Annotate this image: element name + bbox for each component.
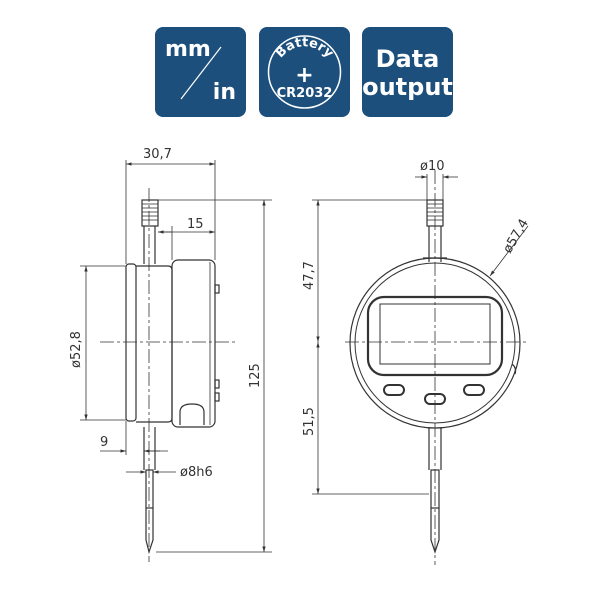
data-output-text: Data output [362, 45, 453, 101]
dim-side-width: 30,7 [143, 147, 172, 162]
data-output-line1: Data [375, 45, 440, 73]
side-main-body [136, 265, 173, 423]
front-display-frame [366, 295, 504, 377]
side-button-mid [214, 379, 220, 389]
side-lever [179, 403, 205, 425]
side-front-bezel [171, 259, 216, 428]
front-thread-lines [427, 203, 443, 221]
dim-bottom-offset: 9 [100, 435, 108, 450]
divider-slash-icon [180, 46, 222, 100]
side-top-thread [141, 199, 159, 227]
data-output-line2: output [362, 73, 453, 101]
front-side-tab [511, 363, 517, 375]
units-mm-label: mm [165, 37, 211, 62]
side-button-low [214, 392, 220, 402]
side-back-plate [125, 263, 137, 422]
dim-lower-height: 51,5 [302, 407, 317, 436]
dim-total-height: 125 [248, 363, 263, 388]
side-spindle-tip [145, 508, 154, 555]
front-top-thread [426, 199, 444, 227]
units-in-label: in [212, 80, 236, 105]
dim-body-diameter: ø52,8 [69, 331, 84, 368]
front-spindle-tip [430, 508, 440, 554]
battery-badge: Battery + CR2032 [259, 27, 350, 117]
side-button-top [214, 284, 220, 294]
front-case-outer [349, 257, 521, 429]
dim-case-diameter: ø57,4 [500, 217, 531, 256]
dim-top-diameter: ø10 [420, 159, 445, 174]
front-button-left [383, 384, 405, 396]
front-case-bezel [354, 262, 516, 424]
front-spindle-sleeve [430, 469, 440, 509]
side-spindle-sleeve [145, 469, 154, 509]
dim-upper-height: 47,7 [302, 261, 317, 290]
side-thread-lines [142, 203, 158, 221]
battery-plus-label: + [295, 63, 313, 88]
battery-model-label: CR2032 [277, 86, 333, 101]
units-badge: mm in [155, 27, 246, 117]
front-button-center [424, 393, 446, 405]
front-button-right [463, 384, 485, 396]
data-output-badge: Data output [362, 27, 453, 117]
front-view [345, 170, 528, 565]
front-lcd-screen [379, 303, 491, 365]
side-dimensions [80, 160, 272, 553]
front-dimensions [312, 174, 529, 495]
battery-cell-icon: Battery + CR2032 [267, 35, 342, 109]
dim-stem-diameter: ø8h6 [180, 465, 213, 480]
dim-stem-offset: 15 [187, 217, 204, 232]
side-view [100, 188, 236, 562]
